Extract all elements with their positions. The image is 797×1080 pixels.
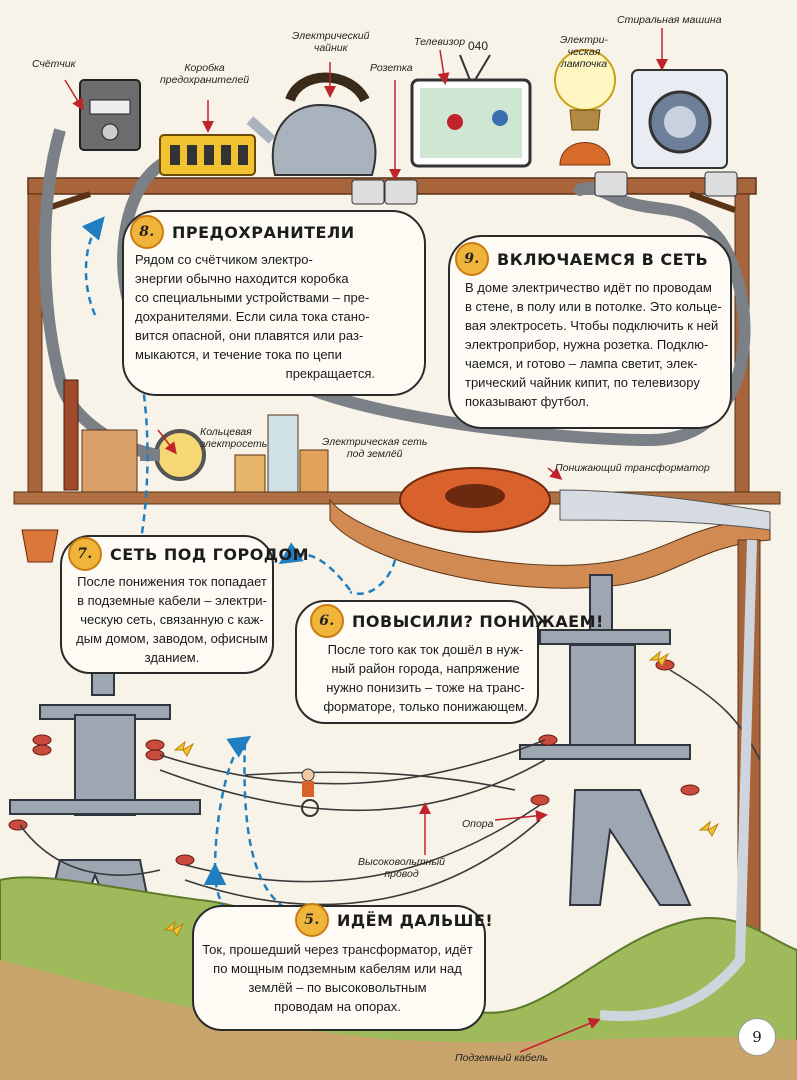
s8-line: со специальными устройствами – пре- [135,290,370,305]
label-fuse-box-line2: предохранителей [160,74,250,86]
section-8-text: Рядом со счётчиком электро- энергии обыч… [135,250,415,383]
section-8-number: 8. [130,215,164,249]
section-7-heading: Сеть под городом [110,544,310,564]
section-5-bubble [192,905,486,1031]
city-buildings [63,379,329,493]
label-underground-grid-line2: под землёй [346,448,403,460]
s9-line: в стене, в полу или в потолке. Это кольц… [465,299,722,314]
label-bulb-line2: ческая [567,46,601,58]
page-number: 9 [738,1018,776,1056]
s6-line: форматоре, только понижающем. [323,699,528,714]
junction-dial [154,429,206,481]
label-tv: Телевизор [414,36,466,48]
section-6-number: 6. [310,604,344,638]
s6-line: После того как ток дошёл в нуж- [327,642,524,657]
s8-line: дохранителями. Если сила тока стано- [135,309,370,324]
pylon-right [519,574,692,906]
label-step-down: Понижающий трансформатор [555,462,710,474]
section-7-title: 7. Сеть под городом [68,537,309,571]
label-kettle-line1: Электрический [292,30,370,42]
s8-line: вится опасной, они плавятся или раз- [135,328,364,343]
s7-line: в подземные кабели – электри- [77,593,267,608]
label-pylon: Опора [462,818,494,830]
fuse-box [159,134,256,176]
label-socket: Розетка [370,62,413,74]
s8-line: мыкаются, и течение тока по цепи [135,347,342,362]
section-6-title: 6. Повысили? Понижаем! [310,604,604,638]
washing-machine [631,69,728,169]
s5-line: землёй – по высоковольтным [248,980,427,995]
label-bulb: Электри- ческая лампочка [560,34,608,70]
s9-line: трический чайник кипит, по телевизору [465,375,700,390]
section-6-heading: Повысили? Понижаем! [352,611,604,631]
section-5-number: 5. [295,903,329,937]
section-5-text: Ток, прошедший через трансформатор, идёт… [200,940,475,1016]
sockets [351,171,738,205]
label-kettle: Электрический чайник [292,30,369,54]
s8-line: энергии обычно находится коробка [135,271,349,286]
s9-line: показывают футбол. [465,394,590,409]
section-9-text: В доме электричество идёт по проводам в … [465,278,730,411]
s9-line: чаемся, и готово – лампа светит, элек- [465,356,698,371]
label-underground-grid-line1: Электрическая сеть [322,436,428,448]
label-ring-main-line1: Кольцевая [200,426,252,438]
s5-line: проводам на опорах. [274,999,401,1014]
high-voltage-wires [19,669,761,906]
label-fuse-box: Коробка предохранителей [160,62,249,86]
section-9-bubble [448,235,732,429]
s9-line: электроприбор, нужна розетка. Подклю- [465,337,709,352]
section-6-text: После того как ток дошёл в нуж- ный райо… [318,640,533,716]
s7-line: зданием. [144,650,200,665]
label-bulb-line1: Электри- [560,34,608,46]
label-ring-main: Кольцевая электросеть [200,426,267,450]
s6-line: ный район города, напряжение [331,661,520,676]
step-down-transformer [399,467,771,533]
section-7-text: После понижения ток попадает в подземные… [72,572,272,667]
underground-cable [599,539,757,1022]
section-9-number: 9. [455,242,489,276]
section-9-title: 9. Включаемся в сеть [455,242,708,276]
section-5-title: 5. Идём дальше! [295,903,493,937]
s8-line: прекращается. [285,366,375,381]
s9-line: вая электросеть. Чтобы подключить к ней [465,318,719,333]
s5-line: Ток, прошедший через трансформатор, идёт [202,942,473,957]
section-5-heading: Идём дальше! [337,910,494,930]
section-8-bubble [122,210,426,396]
section-8-heading: Предохранители [172,222,355,242]
flower-pot [21,529,59,563]
label-fuse-box-line1: Коробка [184,62,225,74]
light-bulb [554,49,616,166]
kettle [246,72,377,176]
label-meter: Счётчик [32,58,76,70]
label-bulb-line3: лампочка [560,58,608,70]
s8-line: Рядом со счётчиком электро- [135,252,313,267]
label-hv-wire-line1: Высоковольтный [358,856,446,868]
television [410,54,532,168]
s6-line: нужно понизить – тоже на транс- [326,680,525,695]
label-hv-wire: Высоковольтный провод [358,856,445,880]
section-7-bubble [60,535,274,674]
label-hv-wire-line2: провод [384,868,419,880]
s9-line: В доме электричество идёт по проводам [465,280,712,295]
label-underground-grid: Электрическая сеть под землёй [322,436,427,460]
s7-line: ческую сеть, связанную с каж- [80,612,264,627]
acrobat [301,768,319,817]
s5-line: по мощным подземным кабелям или над [213,961,462,976]
label-cable: Подземный кабель [455,1052,548,1064]
label-ring-main-line2: электросеть [200,438,268,450]
tv-channel-number: 040 [468,39,489,53]
section-9-heading: Включаемся в сеть [497,249,709,269]
label-washer: Стиральная машина [617,14,722,26]
label-kettle-line2: чайник [313,42,348,54]
meter [79,79,141,151]
s7-line: дым домом, заводом, офисным [76,631,268,646]
section-8-title: 8. Предохранители [130,215,355,249]
section-7-number: 7. [68,537,102,571]
s7-line: После понижения ток попадает [77,574,267,589]
sparks [163,650,720,937]
